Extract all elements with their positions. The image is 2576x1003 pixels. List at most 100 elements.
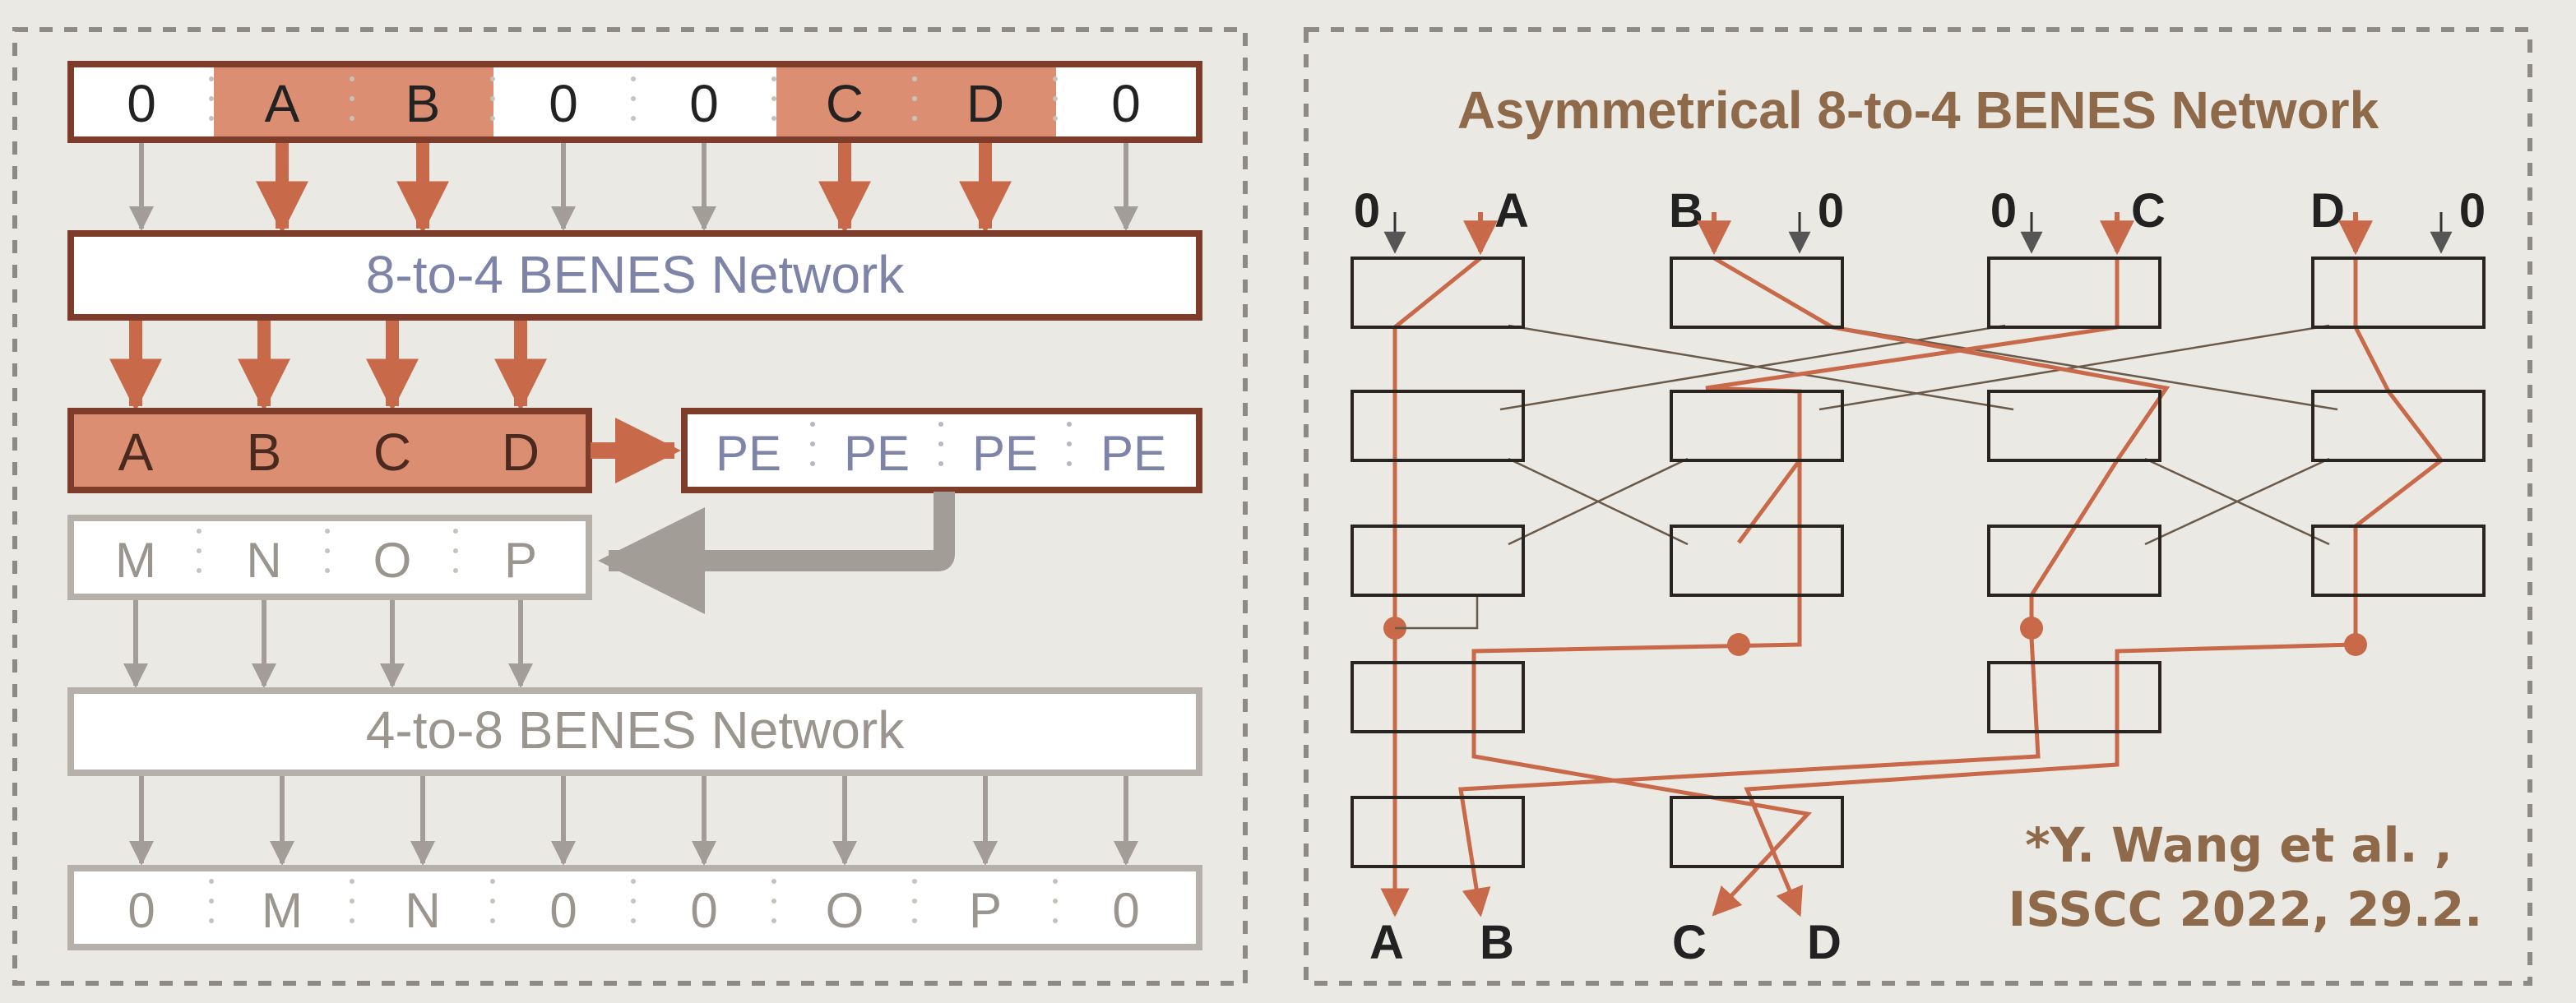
benes-output-label: C [1672,916,1707,969]
cell-divider [197,548,202,553]
junction-dot [2020,617,2043,640]
cell-divider [1053,899,1058,904]
benes-link [1395,595,1479,630]
route-d [1744,258,2444,917]
route-link [1736,459,1802,544]
benes-wires [1380,256,2444,917]
benes-input-label: C [2131,184,2166,238]
network-4to8-box: 4-to-8 BENES Network [67,687,1202,776]
input-cell: 0 [127,74,156,133]
cell-divider [209,899,214,904]
junction-dot [2344,633,2367,656]
benes-link [1499,324,2006,411]
cell-divider [490,918,495,923]
cell-divider [631,918,636,923]
output-cell: 0 [127,883,155,938]
cell-divider [453,548,458,553]
cell-divider [1053,918,1058,923]
benes-switch [1351,257,1525,329]
feedback-arrow [598,492,955,614]
output-cell: P [969,883,1002,938]
input-cell: 0 [549,74,578,133]
result-cell: O [373,533,412,588]
pe-cell: PE [716,426,781,481]
route-a [1380,257,1482,917]
result-cell: M [115,533,156,588]
cell-divider [631,96,636,101]
output-cell: M [262,883,303,938]
cell-divider [810,422,815,427]
output-cell: 0 [1112,883,1139,938]
output-arrows [129,776,1138,866]
input-arrows [129,143,1138,234]
pe-cell: PE [972,426,1038,481]
result-cell: N [246,533,281,588]
cell-divider [1053,879,1058,884]
cell-divider [810,441,815,446]
benes-switch [1351,661,1525,733]
benes-link [1508,324,2014,411]
cell-divider [1053,116,1058,121]
compressed-arrows [109,321,547,412]
benes-output-label: A [1369,916,1404,969]
cell-divider [453,568,458,573]
cell-divider [912,116,917,121]
cell-divider [810,461,815,466]
benes-switch [1987,257,2161,329]
benes-switch [1670,390,1844,462]
benes-input-label: A [1494,184,1529,238]
benes-switch [1987,525,2161,597]
benes-input-label: 0 [2459,184,2486,238]
cell-divider [350,879,354,884]
benes-switches [1351,257,2486,868]
cell-divider [771,116,776,121]
cell-divider [350,96,354,101]
cell-divider [350,918,354,923]
cell-divider [490,899,495,904]
cell-divider [631,879,636,884]
result-arrows [123,600,533,688]
cell-divider [490,96,495,101]
compressed-cell: D [502,423,540,482]
cell-divider [197,568,202,573]
compressed-cell: B [247,423,282,482]
benes-link [2144,457,2330,546]
benes-title: Asymmetrical 8-to-4 BENES Network [1457,81,2379,140]
input-cell: C [826,74,864,133]
cell-divider [938,441,943,446]
input-cell: 0 [689,74,719,133]
cell-divider [631,76,636,81]
left-panel-border [12,27,1248,986]
cell-divider [197,529,202,534]
benes-output-label: B [1480,916,1514,969]
cell-divider [771,918,776,923]
output-cell: 0 [549,883,577,938]
benes-switch [2311,257,2486,329]
output-cell: O [826,883,864,938]
benes-input-label: 0 [1990,184,2017,238]
cell-divider [938,422,943,427]
junction-dot [1727,633,1750,656]
cell-divider [209,76,214,81]
cell-divider [912,96,917,101]
cell-divider [209,918,214,923]
result-row: M N O P [67,515,592,600]
benes-switch [2311,390,2486,462]
cell-divider [350,899,354,904]
benes-switch [1670,525,1844,597]
cell-divider [350,76,354,81]
benes-link [1827,324,2338,411]
cell-divider [453,529,458,534]
input-cell: 0 [1111,74,1141,133]
cell-divider [771,96,776,101]
result-cell: P [504,533,537,588]
cell-divider [209,116,214,121]
network-4to8-label: 4-to-8 BENES Network [366,700,905,760]
cell-divider [912,918,917,923]
benes-switch [1351,525,1525,597]
